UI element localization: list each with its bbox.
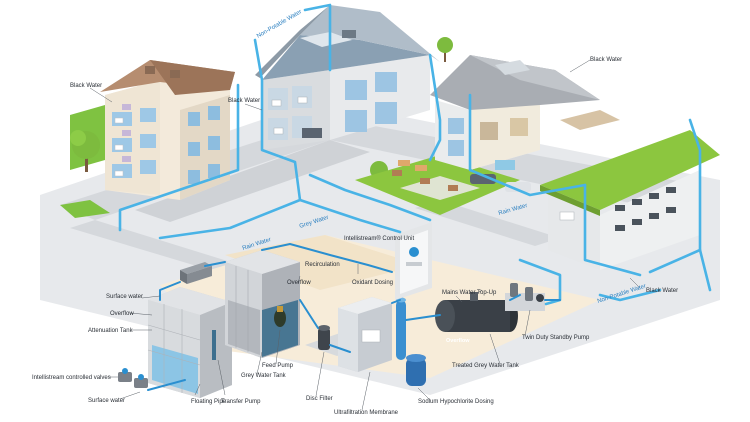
courtyard-garden: [355, 155, 520, 215]
grey-water-tank: [225, 250, 300, 358]
level-sensor-box: [180, 262, 212, 284]
label-treated-grey-water-tank: Treated Grey Water Tank: [452, 363, 520, 369]
label-floating-pipe: Floating Pipe: [191, 399, 227, 405]
label-surface-water-bottom: Surface water: [88, 398, 125, 404]
label-floating-pipe-text: Floating Pipe: [191, 399, 227, 405]
parked-cars: [470, 174, 531, 192]
label-twin-duty-standby-pump: Twin Duty Standby Pump: [522, 335, 590, 341]
label-ultrafiltration-membrane: Ultrafiltration Membrane: [334, 410, 399, 416]
attenuation-tank: [147, 287, 232, 398]
label-overflow: Overflow: [110, 311, 134, 317]
label-black-water: Black Water: [646, 288, 678, 294]
treatment-pipework: [147, 243, 561, 391]
label-oxidant-dosing: Oxidant Dosing: [352, 280, 393, 286]
label-controlled-valves: Intellistream controlled valves: [32, 375, 111, 381]
label-transfer-pump: Transfer Pump: [221, 399, 261, 405]
central-house-cutaway: [255, 5, 440, 150]
label-attenuation-tank: Attenuation Tank: [88, 328, 134, 334]
label-disc-filter: Disc Filter: [306, 396, 333, 402]
controlled-valves: [118, 368, 148, 388]
label-surface-water-top: Surface water: [106, 294, 143, 300]
label-overflow-tank: Overflow: [446, 338, 470, 344]
hypochlorite-dosing-tank: [406, 354, 426, 386]
label-black-water: Black Water: [70, 83, 102, 89]
label-watersaver-control-unit-text: Intellistream® Control Unit: [344, 235, 414, 242]
tree-icon: [70, 130, 100, 172]
label-grey-water-tank: Grey Water Tank: [241, 373, 287, 379]
ultrafiltration-skid: [338, 297, 406, 372]
label-black-water: Black Water: [228, 98, 260, 104]
label-transfer-pump-text: Transfer Pump: [221, 399, 261, 405]
non-potable-pipework: [118, 3, 712, 306]
left-apartment-building: [70, 60, 235, 200]
label-overflow: Overflow: [287, 280, 311, 286]
label-sodium-hypochlorite-dosing: Sodium Hypochlorite Dosing: [418, 399, 494, 405]
watersaver-control-unit: [395, 222, 432, 300]
label-recirculation: Recirculation: [305, 262, 340, 268]
right-house: [430, 55, 620, 170]
label-feed-pump: Feed Pump: [262, 363, 294, 369]
label-watersaver-control-unit: Intellistream® Control Unit: [344, 235, 414, 242]
label-black-water: Black Water: [590, 57, 622, 63]
label-mains-water-top-up: Mains Water Top-Up: [442, 290, 497, 296]
leader-lines: [89, 59, 641, 411]
